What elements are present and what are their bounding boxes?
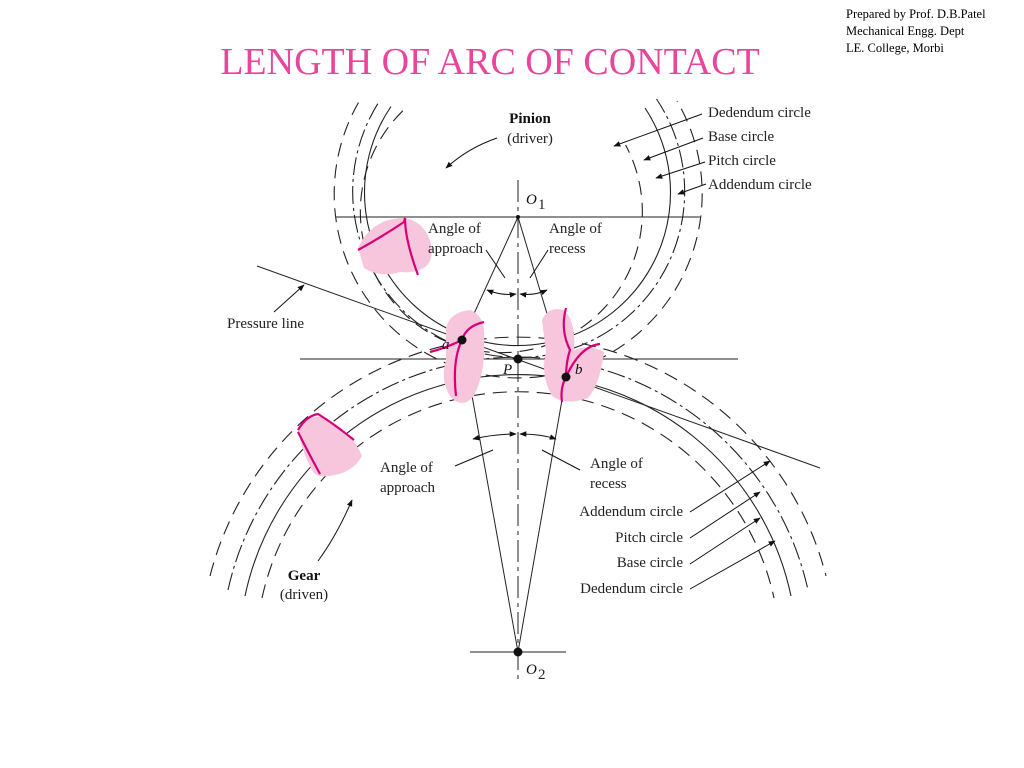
arrow-bottom-addendum [689,460,771,513]
point-b-dot [561,372,571,382]
pinion-name: Pinion [509,111,551,127]
top-recess-label-line-2: recess [549,241,586,257]
arrow-bottom-dedendum [689,540,776,590]
top-legend-arrows [613,113,707,195]
point-o2-label: O [526,662,537,678]
top-recess-leader [529,249,549,279]
contact-points [457,215,571,657]
point-o1-dot [516,215,520,219]
bottom-legend-arrows [689,460,776,590]
top-legend-addendum: Addendum circle [708,177,812,193]
credit-line-1: Prepared by Prof. D.B.Patel [846,7,986,21]
bottom-recess-arc-arrow [519,431,557,440]
point-o2-subscript: 2 [538,667,546,683]
point-p-label: P [502,362,512,378]
arrow-bottom-pitch [689,491,761,539]
pinion-base-circle [363,106,672,347]
pinion-addendum-circle [333,100,703,379]
gear-role: (driven) [280,587,328,603]
pinion-tooth-upper-left [357,217,432,276]
bottom-approach-leader [454,449,494,467]
bottom-legend-base: Base circle [617,555,684,571]
bottom-approach-label-line-2: approach [380,480,435,496]
bottom-legend-addendum: Addendum circle [579,504,683,520]
point-o2-dot [513,647,523,657]
bottom-recess-leader [541,449,581,471]
bottom-legend-dedendum: Dedendum circle [580,581,683,597]
angle-leader-lines [454,249,581,471]
point-o1-label: O [526,192,537,208]
arrow-top-pitch [655,161,706,179]
point-a-dot [457,335,467,345]
arrow-top-addendum [677,183,707,195]
top-approach-arc-arrow [486,289,517,298]
misc-arrows [273,137,498,562]
bottom-approach-arc-arrow [472,431,517,441]
bottom-approach-label-line-1: Angle of [380,460,433,476]
top-approach-label-line-1: Angle of [428,221,481,237]
pinion-rotation-arrow [445,137,498,169]
angle-arrows [472,289,557,441]
top-legend-pitch: Pitch circle [708,153,776,169]
gear-name: Gear [288,568,321,584]
top-legend-base: Base circle [708,129,775,145]
pinion-tooth-right-contact [542,307,604,403]
credit-line-2: Mechanical Engg. Dept [846,24,965,38]
top-approach-label-line-2: approach [428,241,483,257]
point-p-dot [513,354,523,364]
top-approach-leader [485,249,506,279]
arrow-bottom-base [689,517,761,565]
top-legend-dedendum: Dedendum circle [708,105,811,121]
top-recess-label-line-1: Angle of [549,221,602,237]
arrow-top-dedendum [613,113,703,147]
pressure-line-label: Pressure line [227,316,304,332]
pressure-line-arrow [273,284,305,313]
gear-dedendum-circle [261,391,775,599]
slide-title: LENGTH OF ARC OF CONTACT [220,41,760,83]
point-b-label: b [575,362,583,378]
bottom-recess-label-line-2: recess [590,476,627,492]
bottom-recess-label-line-1: Angle of [590,456,643,472]
credit-line-3: LE. College, Morbi [846,41,944,55]
gear-tooth-lower-left [297,412,362,477]
author-credit: Prepared by Prof. D.B.Patel Mechanical E… [846,6,986,57]
o2-to-b-line [517,376,567,653]
point-a-label: a [442,337,450,353]
pressure-line [256,265,821,469]
pinion-role: (driver) [507,131,553,147]
point-o1-subscript: 1 [538,197,546,213]
bottom-legend-pitch: Pitch circle [615,530,683,546]
diagram-labels: Pinion (driver) O 1 Angle of approach An… [227,105,812,683]
gear-rotation-arrow [317,499,353,562]
top-recess-arc-arrow [519,289,548,298]
arrow-top-base [643,137,704,161]
